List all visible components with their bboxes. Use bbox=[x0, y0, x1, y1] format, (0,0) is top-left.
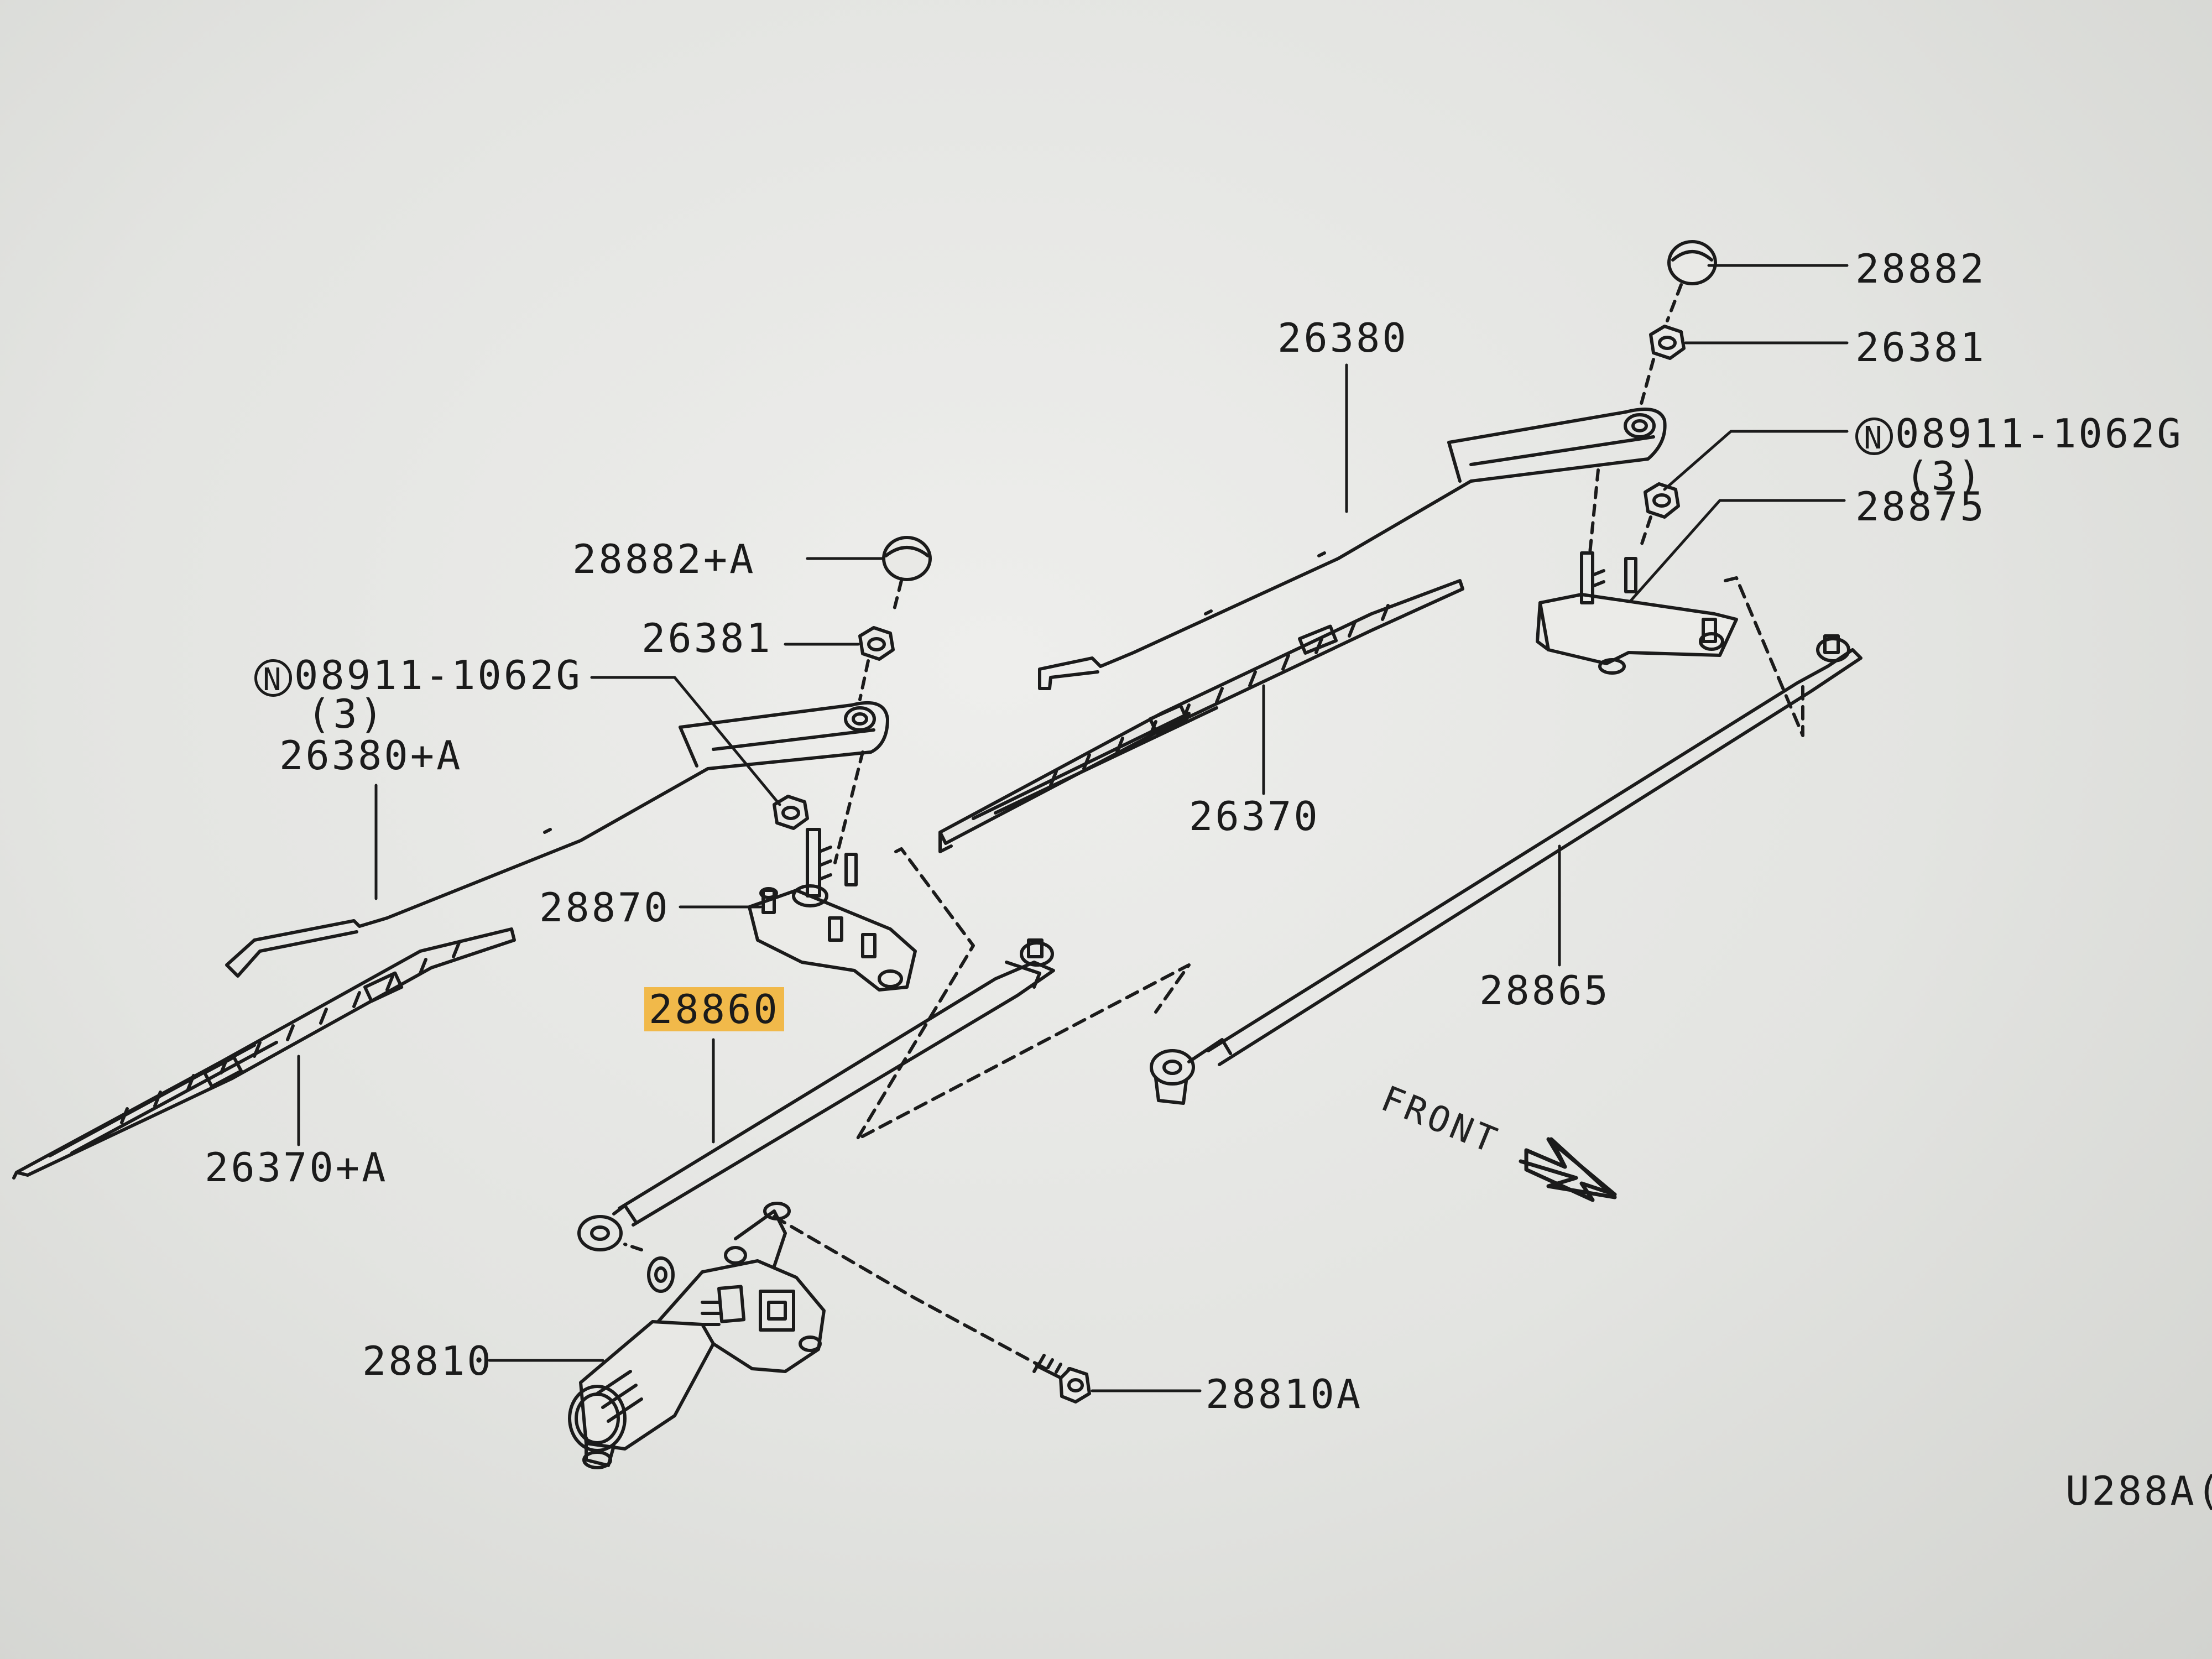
bolt-28810a[interactable] bbox=[1032, 1354, 1091, 1404]
callout-28870[interactable]: 28870 bbox=[539, 884, 670, 931]
wiper-blade-26370a-left[interactable] bbox=[12, 927, 516, 1180]
callout-28865[interactable]: 28865 bbox=[1479, 967, 1610, 1014]
callout-26380a[interactable]: 26380+A bbox=[279, 732, 463, 779]
link-rod-28865[interactable] bbox=[1150, 634, 1863, 1105]
callout-26381-right[interactable]: 26381 bbox=[1855, 324, 1986, 371]
nut-26381-right[interactable] bbox=[1640, 325, 1686, 405]
pivot-28870-left[interactable] bbox=[748, 828, 917, 992]
front-arrow-icon bbox=[1519, 1137, 1617, 1202]
nut-26381-left[interactable] bbox=[858, 626, 895, 701]
wiper-arm-26380-right[interactable] bbox=[1038, 408, 1667, 690]
callout-26380[interactable]: 26380 bbox=[1277, 315, 1408, 361]
cap-28882a-left[interactable] bbox=[882, 536, 932, 615]
wiper-motor-28810[interactable] bbox=[568, 1202, 1052, 1469]
nut-08911-left[interactable] bbox=[773, 795, 809, 830]
callout-08911-right-qty: (3) bbox=[1905, 453, 1984, 499]
wiper-arm-26380a-left[interactable] bbox=[225, 701, 889, 978]
callout-28882-right[interactable]: 28882 bbox=[1855, 246, 1986, 292]
callout-28810a[interactable]: 28810A bbox=[1206, 1371, 1363, 1417]
wiper-blade-26370-right[interactable] bbox=[938, 579, 1464, 853]
n-symbol-icon: N bbox=[254, 659, 292, 698]
callout-28875[interactable]: 28875 bbox=[1855, 483, 1986, 530]
callout-28860-highlighted[interactable]: 28860 bbox=[644, 987, 784, 1031]
n-symbol-icon: N bbox=[1855, 418, 1893, 456]
leader-lines bbox=[297, 264, 1849, 1392]
callout-08911-right-number: 08911-1062G bbox=[1895, 410, 2183, 457]
callout-28810[interactable]: 28810 bbox=[362, 1338, 493, 1384]
pivot-28875-right[interactable] bbox=[1536, 551, 1738, 675]
callout-08911-left-qty: (3) bbox=[307, 691, 386, 737]
callout-26381-left[interactable]: 26381 bbox=[641, 615, 773, 661]
cap-28882-right[interactable] bbox=[1666, 240, 1717, 322]
callout-26370[interactable]: 26370 bbox=[1189, 793, 1320, 839]
callout-28882a[interactable]: 28882+A bbox=[572, 536, 756, 582]
diagram-code: U288A( bbox=[2065, 1468, 2212, 1514]
callout-26370a[interactable]: 26370+A bbox=[205, 1144, 388, 1191]
callout-08911-left-number: 08911-1062G bbox=[294, 652, 582, 698]
nut-08911-right[interactable] bbox=[1638, 482, 1680, 552]
link-rod-28860[interactable] bbox=[577, 938, 1055, 1251]
